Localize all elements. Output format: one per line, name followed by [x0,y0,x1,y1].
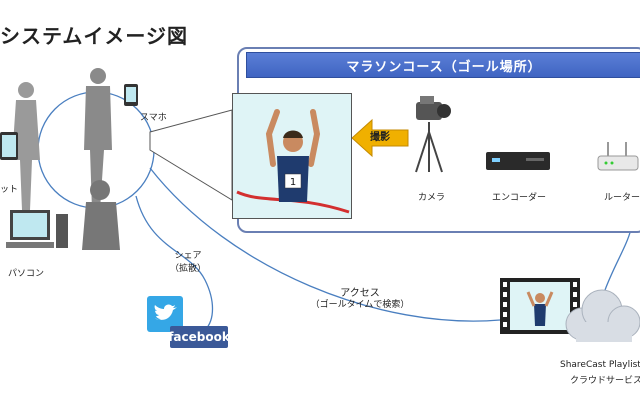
tablet-icon [0,132,18,160]
share-line [135,195,214,331]
encoder-label: エンコーダー [492,193,547,203]
router-icon [597,142,639,171]
cloud-sub-label: クラウドサービス [570,376,640,386]
svg-text:1: 1 [290,177,296,188]
cloud-icon [565,289,640,342]
tablet-label: ット [0,185,19,195]
callout-pointer [149,109,233,201]
smartphone-label: スマホ [140,113,167,123]
share-label: シェア [174,251,202,261]
pc-icon [6,210,68,248]
smartphone-icon [124,84,138,106]
camera-label: カメラ [418,193,446,203]
pc-label: パソコン [8,269,45,279]
capture-label: 撮影 [370,132,390,143]
runner-icon: 1 [236,109,350,214]
page-title: システムイメージ図 [0,24,188,48]
course-header: マラソンコース（ゴール場所） [246,52,640,78]
router-label: ルーター [604,193,640,203]
access-line [149,167,501,322]
capture-arrow-icon [352,118,409,158]
cloud-label: ShareCast Playlist Ed [560,360,640,370]
facebook-icon[interactable]: facebook [168,326,230,348]
runner-image-panel: 1 [232,93,352,219]
encoder-icon [486,152,550,170]
share-sub-label: （拡散） [169,264,206,274]
users-silhouettes [12,68,120,250]
access-label: アクセス [340,288,380,299]
camera-icon [415,96,451,173]
access-sub-label: （ゴールタイムで検索） [310,300,410,310]
